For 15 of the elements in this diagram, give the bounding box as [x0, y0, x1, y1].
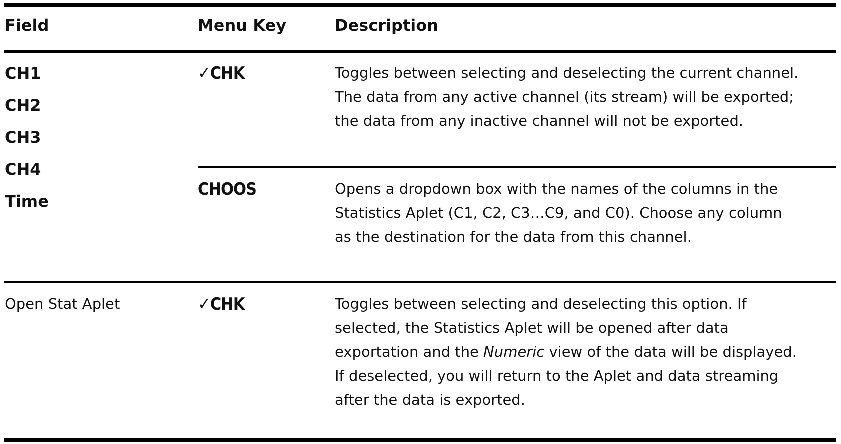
description-text: Toggles between selecting and deselecting this option. If selected, the Statistics Aplet will be opened after data exportation and the Numeric view of the data will be displayed. If deselected, you will return to the Aplet and data streaming after the data is exported. [335, 296, 798, 411]
menu-key-label: CHOOS [198, 179, 257, 202]
column-header: Menu Key [198, 15, 287, 37]
field-name: Open Stat Aplet [5, 296, 120, 315]
column-header: Field [5, 15, 50, 37]
menu-key-label: ✓CHK [198, 63, 245, 86]
description-text: Opens a dropdown box with the names of the columns in the Statistics Aplet (C1, C2, C3…C9, and C0). Choose any column as the destination for the data from this channel. [335, 181, 784, 248]
field-name: CH3 [5, 127, 42, 149]
description-text: Toggles between selecting and deselecting the current channel. The data from any active channel (its stream) will be exported; the data from any inactive channel will not be exported. [335, 65, 800, 132]
menu-key-label: ✓CHK [198, 294, 245, 317]
field-name: CH2 [5, 95, 42, 117]
column-header: Description [335, 15, 438, 37]
field-name: CH4 [5, 159, 42, 181]
field-name: Time [5, 191, 49, 213]
field-name: CH1 [5, 63, 42, 85]
